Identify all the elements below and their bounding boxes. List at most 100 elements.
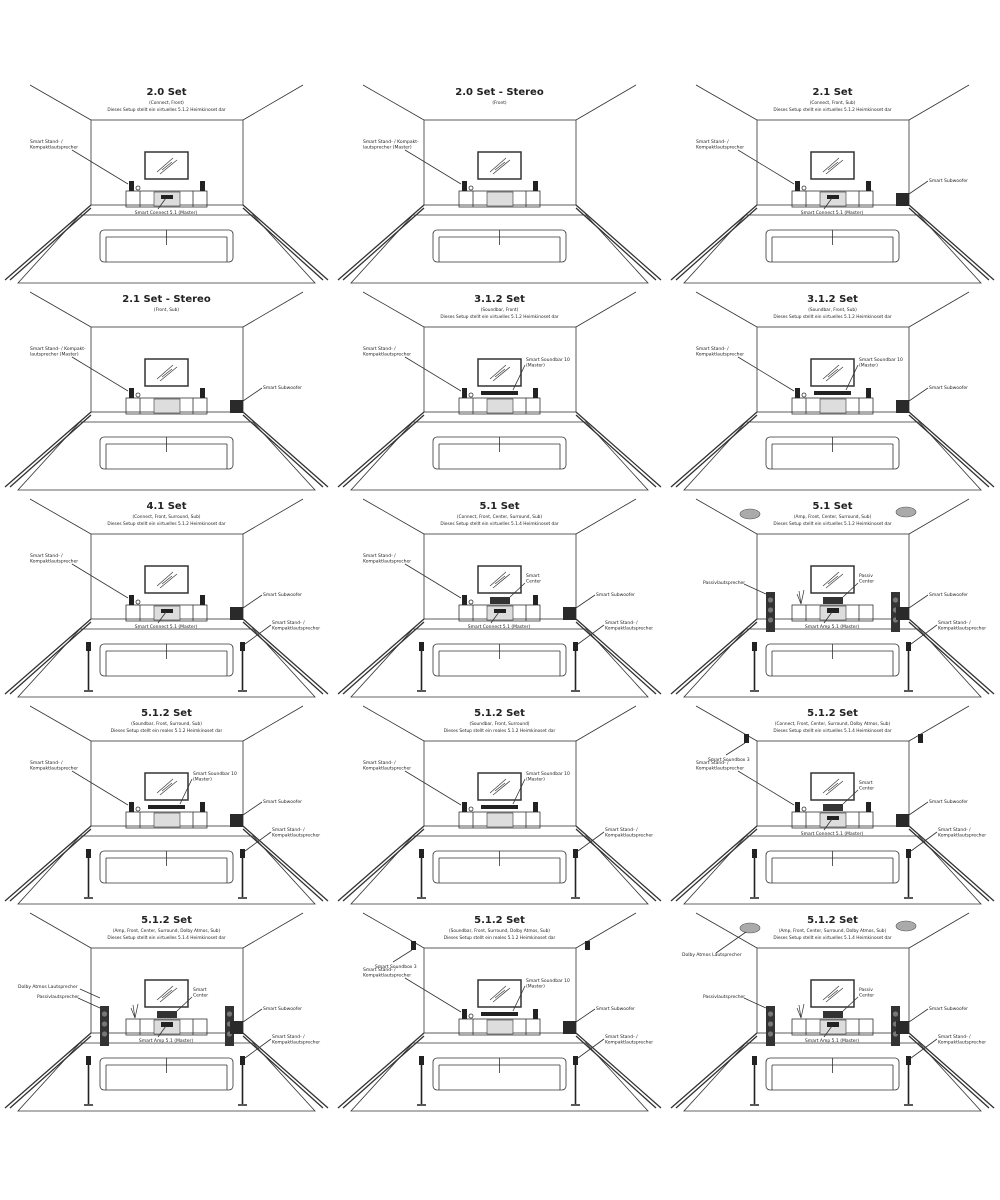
room-illustration: 2.1 Set(Connect, Front, Sub)Dieses Setup… — [670, 84, 995, 284]
soundbar — [148, 805, 185, 809]
plant-decor — [130, 1003, 139, 1019]
center-speaker — [157, 1011, 177, 1018]
label-leader-line — [577, 624, 605, 645]
label-leader-line — [157, 611, 167, 624]
surround-label: Smart Stand- / — [272, 620, 305, 626]
connect-label: Smart Connect 5.1 (Master) — [468, 624, 531, 630]
plant-decor — [796, 589, 805, 605]
room-illustration: 5.1.2 Set(Soundbar, Front, Surround, Dol… — [337, 912, 662, 1112]
setup-panel: 2.0 Set(Connect, Front)Dieses Setup stel… — [0, 80, 333, 285]
label-leader-line — [79, 988, 101, 999]
front-label: Kompaktlautsprecher — [696, 766, 744, 772]
speaker-driver — [767, 1021, 774, 1027]
soundbar-label: (Master) — [526, 363, 545, 369]
tv-glare — [822, 157, 844, 175]
sideboard — [125, 811, 208, 829]
surround-label: Smart Stand- / — [605, 620, 638, 626]
sideboard-doors — [805, 1019, 860, 1035]
setup-title: 5.1.2 Set — [474, 915, 525, 926]
smart-connect-device — [161, 609, 173, 613]
surround-speaker — [419, 849, 424, 858]
ceiling-edge-right — [575, 84, 637, 121]
label-leader-line — [71, 356, 129, 392]
setup-panel: 5.1 Set(Amp, Front, Center, Surround, Su… — [666, 494, 999, 699]
subwoofer — [896, 1021, 909, 1034]
setup-panel: 3.1.2 Set(Soundbar, Front)Dieses Setup s… — [333, 287, 666, 492]
sideboard-doors — [139, 191, 194, 207]
soundbar-label: Smart Soundbar 10 — [526, 357, 570, 363]
setup-title: 5.1 Set — [813, 501, 853, 512]
floor-edge — [4, 825, 329, 902]
surround-speaker — [240, 1056, 245, 1065]
surround-label: Smart Stand- / — [272, 827, 305, 833]
setup-components: (Front, Sub) — [154, 307, 179, 313]
front-speaker-right — [533, 595, 538, 605]
ceiling-edge-left — [695, 912, 758, 949]
sofa-cushions — [105, 437, 228, 469]
atmos-ceiling-speaker — [895, 506, 917, 518]
front-label: Kompaktlautsprecher — [696, 145, 744, 151]
front-speaker-left — [129, 181, 134, 191]
floor-edge — [4, 411, 329, 488]
smart-amp-device — [827, 608, 839, 613]
label-leader-line — [71, 149, 129, 185]
sideboard-center-compartment — [486, 398, 514, 414]
subwoofer — [896, 400, 909, 413]
smart-connect-device — [827, 195, 839, 199]
speaker-driver — [101, 1021, 108, 1027]
decor-object — [468, 599, 474, 605]
setup-description: Dieses Setup stellt ein virtuelles 5.1.4… — [440, 521, 559, 527]
soundbar-label: Smart Soundbar 10 — [526, 978, 570, 984]
soundbar-label: Smart Soundbar 10 — [193, 771, 237, 777]
tv — [144, 151, 189, 180]
setup-title: 2.1 Set — [813, 87, 853, 98]
sideboard — [791, 1018, 874, 1036]
surround-label: Smart Stand- / — [605, 827, 638, 833]
setup-description: Dieses Setup stellt ein virtuelles 5.1.2… — [107, 107, 226, 113]
sofa-cushions — [771, 437, 894, 469]
setup-panel: 5.1.2 Set(Soundbar, Front, Surround, Sub… — [0, 701, 333, 906]
ceiling-edge-right — [242, 84, 304, 121]
ceiling-edge-right — [575, 498, 637, 535]
sideboard — [458, 1018, 541, 1036]
ceiling-edge-left — [362, 84, 425, 121]
label-leader-line — [823, 818, 833, 831]
label-leader-line — [512, 778, 526, 805]
label-leader-line — [77, 997, 101, 1009]
sideboard — [791, 811, 874, 829]
sub-label: Smart Subwoofer — [929, 385, 968, 391]
sideboard-doors — [805, 191, 860, 207]
center-speaker — [823, 1011, 843, 1018]
center-label: Smart — [859, 780, 873, 786]
ceiling-edge-left — [695, 498, 758, 535]
tv — [144, 772, 189, 801]
sideboard-doors — [805, 398, 860, 414]
front-speaker-right — [533, 802, 538, 812]
ceiling-edge-left — [695, 84, 758, 121]
front-speaker-left — [462, 1009, 467, 1019]
surround-speaker — [906, 1056, 911, 1065]
speaker-driver — [767, 1011, 774, 1017]
label-leader-line — [179, 778, 193, 805]
setup-description: Dieses Setup stellt ein virtuelles 5.1.4… — [773, 728, 892, 734]
setup-panel: 4.1 Set(Connect, Front, Surround, Sub)Di… — [0, 494, 333, 699]
smart-connect-device — [494, 609, 506, 613]
smart-amp-device — [161, 1022, 173, 1027]
setup-components: (Amp, Front, Center, Surround, Dolby Atm… — [779, 928, 887, 934]
front-label: Smart Stand- / — [363, 760, 396, 766]
ceiling-edge-right — [242, 912, 304, 949]
speaker-driver — [892, 597, 899, 603]
label-leader-line — [577, 831, 605, 852]
plant-decor — [796, 1003, 805, 1019]
decor-object — [468, 806, 474, 812]
atmos-ceiling-speaker — [739, 508, 761, 520]
speaker-stand — [238, 651, 247, 692]
passive-label: Passivlautsprecher — [703, 994, 745, 1000]
rug — [17, 835, 316, 905]
speaker-driver — [767, 597, 774, 603]
center-label: Smart — [526, 573, 540, 579]
smart-connect-device — [161, 195, 173, 199]
sideboard-center-compartment — [819, 398, 847, 414]
rug — [17, 421, 316, 491]
front-label: Smart Stand- / Kompakt- — [363, 139, 419, 145]
